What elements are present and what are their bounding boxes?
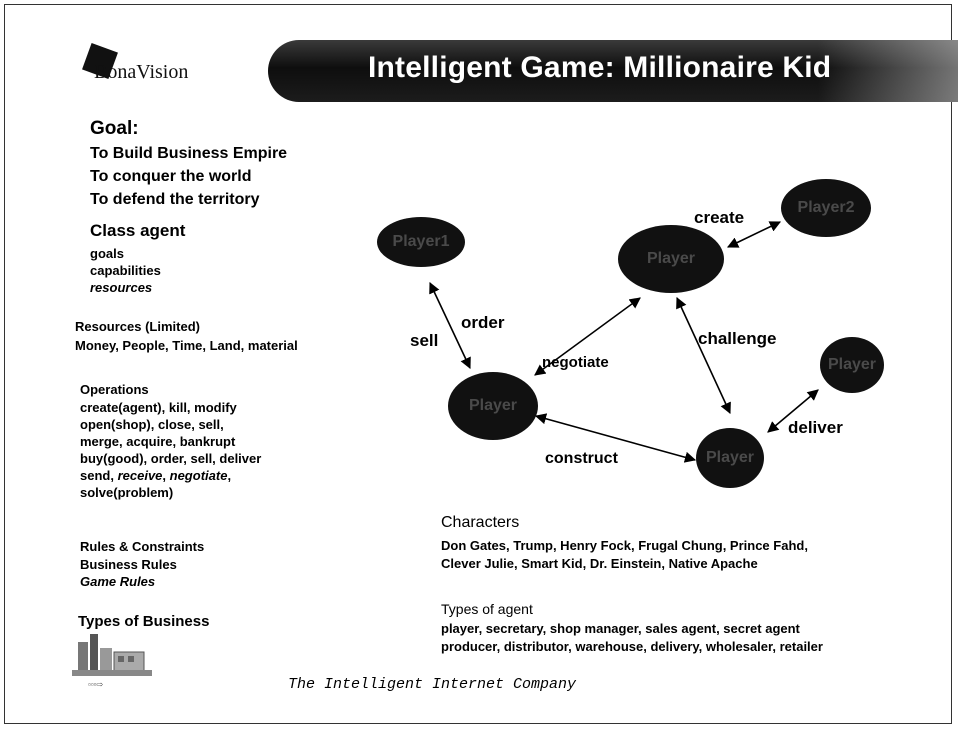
edge-order-sell (429, 281, 471, 370)
class-agent-item: capabilities (90, 263, 161, 278)
node-label: Player2 (797, 199, 855, 216)
slide-title: Intelligent Game: Millionaire Kid (368, 51, 832, 84)
operations-line: send, receive, negotiate, (80, 467, 231, 484)
node-label: Player (468, 397, 518, 414)
diagram-node-right: Player (820, 337, 884, 393)
rules-item: Business Rules (80, 557, 177, 572)
diagram-node-left: Player (448, 372, 538, 440)
types-of-business-heading: Types of Business (78, 613, 210, 630)
op-negotiate: negotiate (169, 468, 228, 483)
types-of-agent-line: player, secretary, shop manager, sales a… (441, 621, 800, 636)
edge-label-sell: sell (410, 331, 439, 350)
logo-text: BonaVision (94, 61, 189, 83)
edge-label-deliver: deliver (788, 418, 843, 437)
goal-item: To conquer the world (90, 168, 252, 185)
edge-construct (534, 413, 697, 463)
diagram-node-bottom: Player (696, 428, 764, 488)
op-sep: , (162, 468, 170, 483)
footer-tagline: The Intelligent Internet Company (288, 676, 577, 693)
diagram-node-player2: Player2 (781, 179, 871, 237)
rules-item: Game Rules (80, 574, 156, 589)
title-banner: Intelligent Game: Millionaire Kid (268, 40, 958, 102)
node-label: Player (646, 250, 696, 267)
operations-heading: Operations (80, 382, 149, 397)
goal-item: To Build Business Empire (90, 145, 288, 162)
diagram-node-player1: Player1 (377, 217, 465, 267)
edge-deliver (767, 389, 819, 433)
class-agent-item: resources (90, 280, 153, 295)
edge-create (726, 221, 782, 248)
operations-line: create(agent), kill, modify (80, 400, 237, 415)
diagram-node-center: Player (618, 225, 724, 293)
edge-challenge (676, 296, 731, 415)
operations-line: solve(problem) (80, 485, 174, 500)
goal-item: To defend the territory (90, 191, 260, 208)
city-picture-icon: ▫▫▫⇨ (72, 634, 152, 688)
operations-line: open(shop), close, sell, (80, 417, 224, 432)
edge-label-challenge: challenge (698, 329, 777, 348)
svg-text:▫▫▫⇨: ▫▫▫⇨ (88, 680, 104, 688)
operations-line: merge, acquire, bankrupt (80, 434, 236, 449)
op-send: send, (80, 468, 118, 483)
edge-label-negotiate: negotiate (542, 354, 609, 371)
banner-shade (818, 40, 958, 102)
node-label: Player1 (392, 233, 450, 250)
types-of-agent-heading: Types of agent (441, 601, 533, 617)
resources-heading: Resources (Limited) (75, 319, 200, 334)
edge-label-construct: construct (545, 450, 618, 467)
goal-heading: Goal: (90, 118, 139, 139)
characters-line: Don Gates, Trump, Henry Fock, Frugal Chu… (441, 538, 808, 553)
class-agent-heading: Class agent (90, 221, 186, 240)
op-comma: , (227, 468, 232, 483)
edge-label-create: create (694, 208, 745, 227)
node-label: Player (705, 449, 755, 466)
node-label: Player (827, 356, 877, 373)
edge-negotiate (534, 297, 641, 376)
resources-text: Money, People, Time, Land, material (75, 338, 298, 353)
operations-line: buy(good), order, sell, deliver (80, 451, 262, 466)
edge-label-order: order (461, 313, 505, 332)
class-agent-item: goals (90, 246, 124, 261)
types-of-agent-line: producer, distributor, warehouse, delive… (441, 639, 823, 654)
characters-line: Clever Julie, Smart Kid, Dr. Einstein, N… (441, 556, 758, 571)
op-receive: receive (117, 468, 163, 483)
slide-frame (4, 4, 952, 724)
rules-heading: Rules & Constraints (80, 539, 205, 554)
characters-heading: Characters (441, 514, 520, 531)
